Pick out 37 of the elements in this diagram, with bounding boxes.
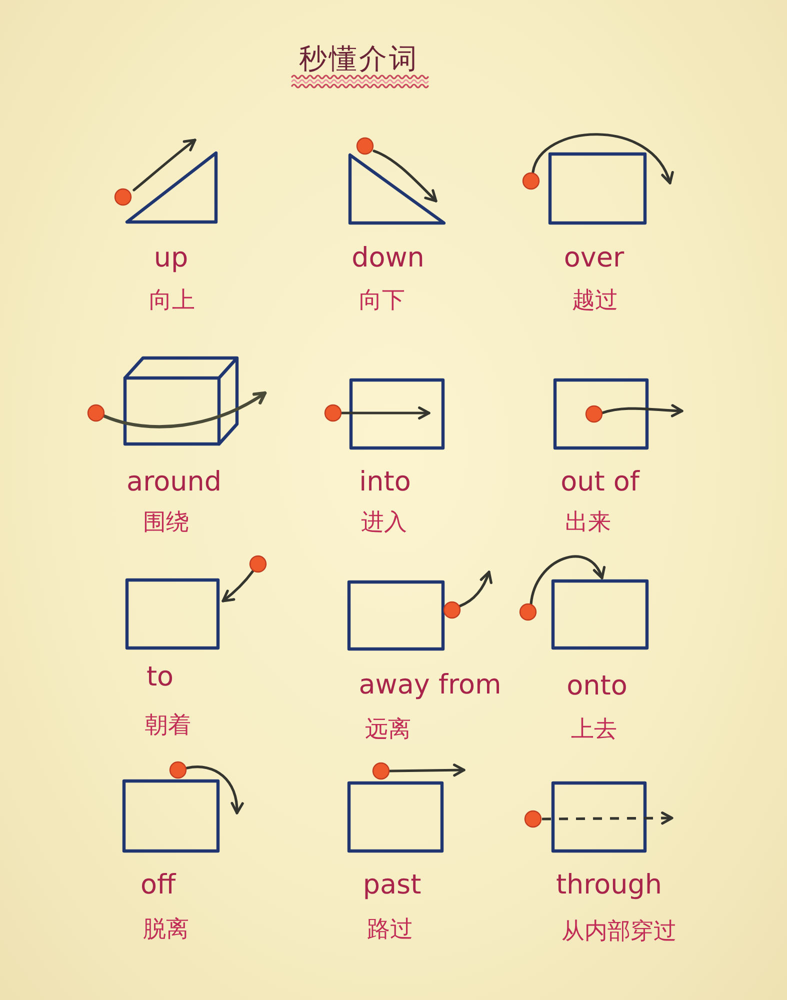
word-label: off — [140, 872, 176, 898]
rectangle — [550, 780, 648, 854]
rectangle — [124, 577, 221, 651]
word-label: away from — [358, 672, 502, 698]
rectangle — [346, 780, 445, 854]
translation-label: 上去 — [571, 718, 617, 742]
translation-label: 向下 — [359, 290, 405, 312]
rectangle — [346, 579, 446, 652]
translation-label: 朝着 — [145, 714, 191, 738]
rectangle — [552, 377, 650, 451]
translation-label: 出来 — [565, 512, 611, 534]
translation-label: 进入 — [361, 512, 407, 534]
rectangle — [547, 151, 648, 226]
translation-label: 越过 — [572, 290, 618, 312]
translation-label: 向上 — [149, 290, 195, 312]
title: 秒懂介词 — [299, 45, 419, 73]
translation-label: 远离 — [365, 718, 411, 742]
right-triangle — [347, 152, 447, 226]
word-label: around — [126, 468, 222, 496]
word-label: to — [146, 664, 174, 690]
right-triangle — [124, 150, 219, 225]
word-label: through — [556, 872, 662, 898]
word-label: over — [564, 244, 624, 272]
word-label: out of — [560, 468, 640, 496]
rectangle — [121, 778, 221, 854]
translation-label: 从内部穿过 — [562, 920, 676, 944]
word-label: onto — [566, 672, 628, 700]
cube — [122, 355, 240, 447]
translation-label: 路过 — [367, 918, 413, 942]
word-label: past — [362, 872, 422, 898]
translation-label: 脱离 — [143, 918, 189, 942]
translation-label: 围绕 — [143, 512, 189, 534]
rectangle — [550, 578, 650, 651]
word-label: down — [352, 244, 424, 272]
rectangle — [348, 377, 446, 451]
word-label: up — [154, 244, 188, 272]
word-label: into — [359, 468, 411, 496]
